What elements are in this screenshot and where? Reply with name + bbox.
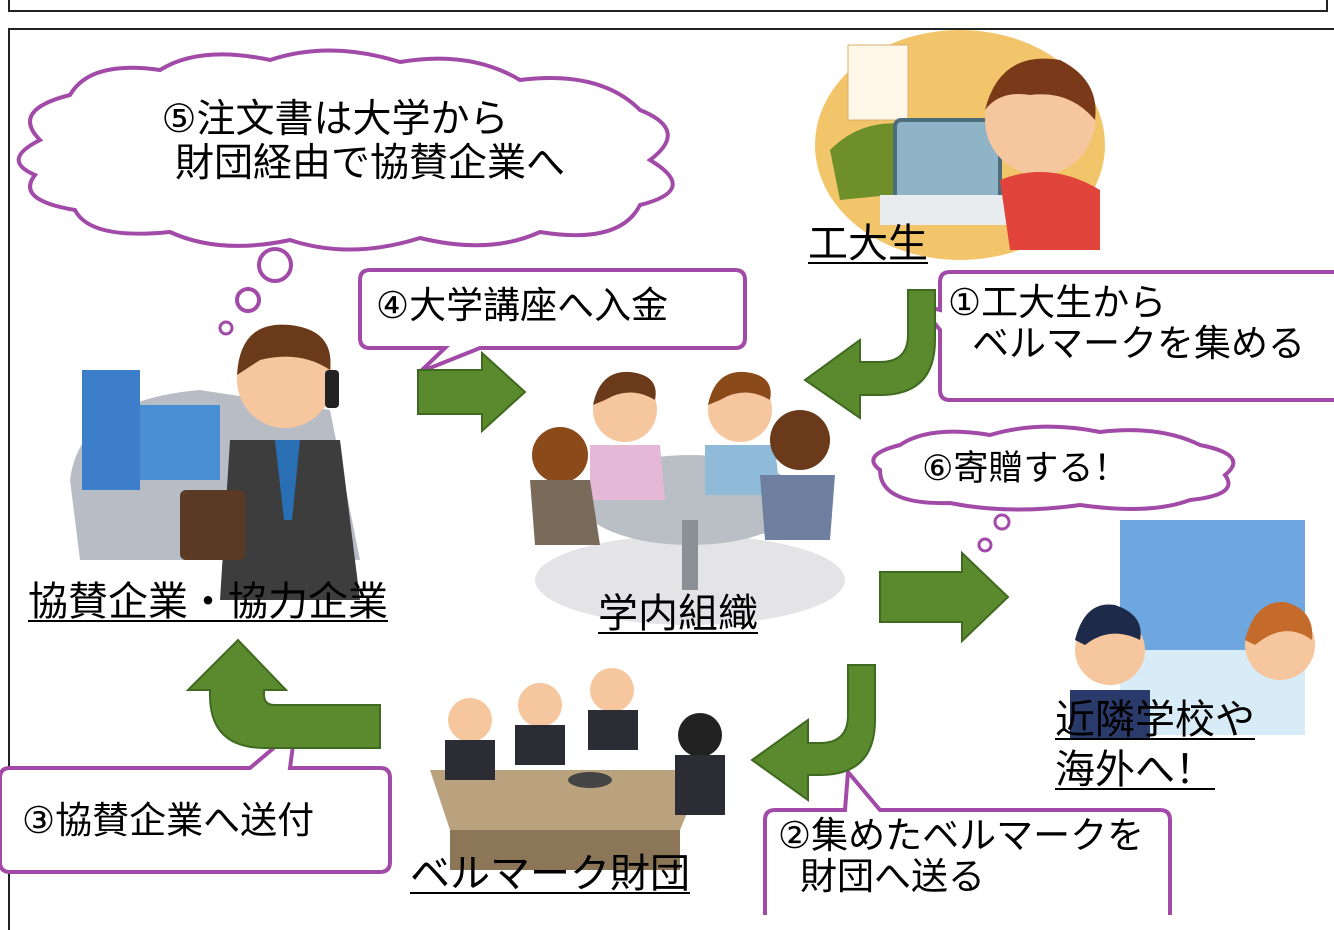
step4-callout: [358, 268, 747, 374]
step1-callout: [914, 270, 1334, 402]
step1-line1: ①工大生から: [948, 281, 1167, 324]
step1-text: ①工大生から ベルマークを集める: [948, 282, 1305, 365]
sponsor-label: 協賛企業・協力企業: [28, 579, 388, 625]
campus-illustration: [530, 371, 845, 625]
step5-cloud: [16, 48, 675, 336]
arrow-campus-to-foundation: [750, 664, 876, 802]
arrow-foundation-to-sponsor: [185, 638, 381, 749]
step2-line1: ②集めたベルマークを: [778, 814, 1145, 857]
schools-line1: 近隣学校や: [1055, 697, 1255, 743]
step2-text: ②集めたベルマークを 財団へ送る: [778, 815, 1144, 898]
arrow-sponsor-to-campus: [417, 350, 527, 434]
step5-line1: ⑤注文書は大学から: [161, 97, 509, 142]
diagram-frame: [8, 28, 1334, 930]
campus-label: 学内組織: [598, 591, 758, 637]
step6-cloud: [871, 424, 1236, 572]
student-label: 工大生: [808, 221, 928, 267]
student-illustration: [815, 30, 1105, 260]
step5-text: ⑤注文書は大学から 財団経由で協賛企業へ: [100, 98, 640, 185]
step3-callout: [0, 725, 392, 874]
step4-text: ④大学講座へ入金: [376, 284, 669, 327]
foundation-label: ベルマーク財団: [410, 851, 690, 897]
step2-line2: 財団へ送る: [800, 855, 985, 899]
top-frame: [8, 0, 1328, 12]
step6-text: ⑥寄贈する！: [922, 449, 1129, 489]
step5-line2: 財団経由で協賛企業へ: [174, 140, 565, 186]
step2-callout: [763, 766, 1172, 915]
schools-label: 近隣学校や 海外へ！: [1055, 695, 1255, 795]
foundation-illustration: [430, 668, 725, 870]
arrow-campus-to-schools: [879, 550, 1010, 644]
arrow-student-to-campus: [803, 289, 936, 420]
schools-illustration: [1070, 520, 1315, 740]
sponsor-illustration: [70, 324, 360, 600]
schools-line2: 海外へ！: [1055, 747, 1215, 793]
step3-text: ③協賛企業へ送付: [22, 799, 315, 842]
step1-line2: ベルマークを集める: [972, 322, 1305, 366]
